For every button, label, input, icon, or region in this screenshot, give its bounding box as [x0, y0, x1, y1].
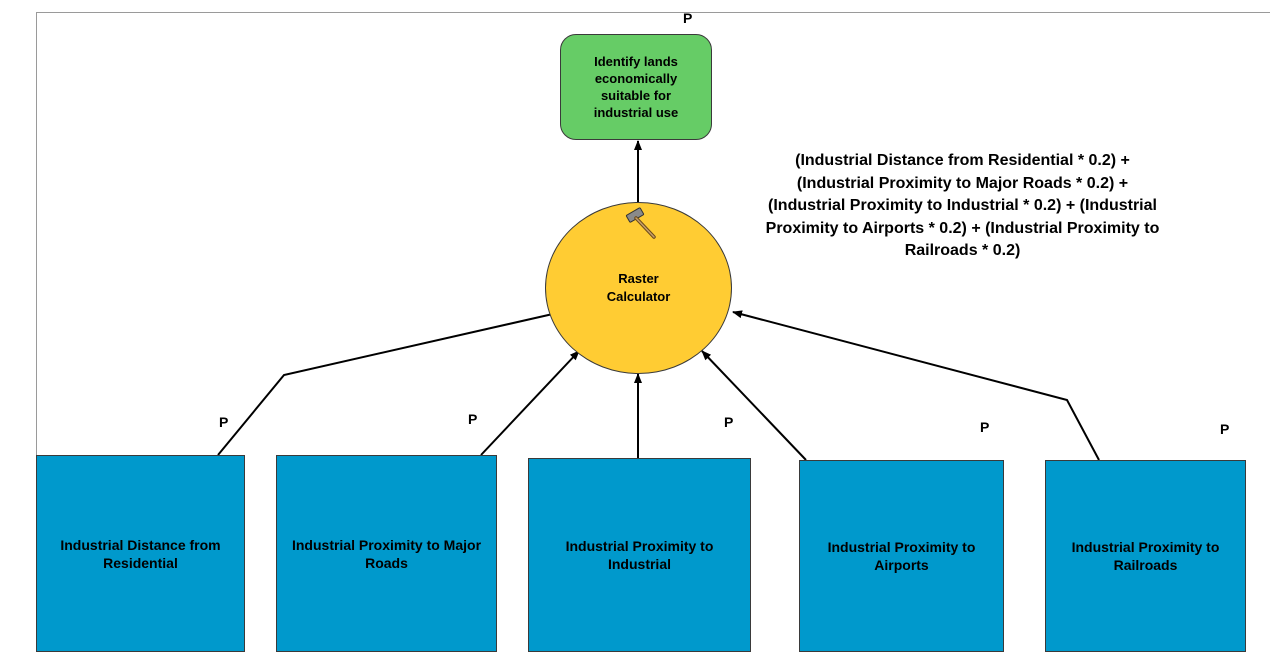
input-parameter-marker: P	[980, 419, 990, 435]
input-node-label: Industrial Proximity to Railroads	[1071, 539, 1220, 573]
hammer-icon	[625, 207, 656, 239]
connector-airports	[701, 350, 807, 461]
input-node-railroads[interactable]: Industrial Proximity to Railroads	[1045, 460, 1246, 652]
input-node-industrial[interactable]: Industrial Proximity to Industrial	[528, 458, 751, 652]
input-node-residential[interactable]: Industrial Distance from Residential	[36, 455, 245, 652]
input-parameter-marker: P	[724, 414, 734, 430]
input-node-label: Industrial Proximity to Industrial	[565, 538, 714, 572]
tool-label: Raster Calculator	[606, 271, 671, 304]
raster-calculator-tool-node[interactable]: Raster Calculator	[545, 202, 732, 374]
canvas-frame	[36, 12, 1270, 652]
output-dataset-node[interactable]: Identify lands economically suitable for…	[560, 34, 712, 140]
connector-residential	[217, 309, 567, 456]
input-node-label: Industrial Distance from Residential	[60, 536, 221, 571]
input-node-label: Industrial Proximity to Airports	[827, 539, 976, 573]
input-parameter-marker: P	[219, 414, 229, 430]
connector-major-roads	[480, 350, 580, 456]
output-dataset-label: Identify lands economically suitable for…	[593, 54, 679, 120]
input-parameter-marker: P	[1220, 421, 1230, 437]
input-node-major-roads[interactable]: Industrial Proximity to Major Roads	[276, 455, 497, 652]
input-node-label: Industrial Proximity to Major Roads	[291, 536, 482, 571]
output-parameter-marker: P	[683, 10, 693, 26]
raster-calculator-expression: (Industrial Distance from Residential * …	[765, 152, 1160, 259]
input-node-airports[interactable]: Industrial Proximity to Airports	[799, 460, 1004, 652]
input-parameter-marker: P	[468, 411, 478, 427]
connector-railroads	[732, 310, 1100, 461]
